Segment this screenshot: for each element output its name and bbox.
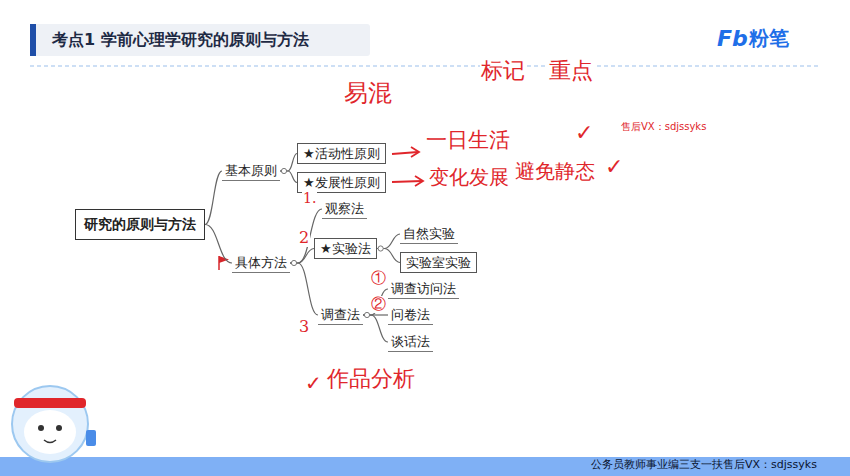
- callout-number: 2: [298, 229, 310, 247]
- watermark: 公务员教师事业编三支一扶售后VX：sdjssyks: [590, 459, 818, 472]
- topic-item: 自然实验: [400, 224, 458, 244]
- node-text: 实验室实验: [406, 255, 471, 270]
- callout-number: ②: [370, 296, 387, 313]
- node-text: 具体方法: [235, 255, 287, 270]
- handwritten-note: 变化发展: [428, 166, 510, 189]
- node-text: ★活动性原则: [303, 146, 380, 161]
- collapse-dot: [281, 168, 286, 173]
- handwritten-note: 作品分析: [326, 366, 416, 391]
- topic-item: 问卷法: [388, 305, 433, 325]
- title-stripe: [30, 24, 36, 56]
- topic-box: 实验室实验: [400, 252, 477, 273]
- topic-item: 调查法: [318, 305, 363, 325]
- node-text: ★实验法: [320, 241, 371, 256]
- check-mark: ✓: [304, 372, 323, 395]
- node-text: 研究的原则与方法: [84, 216, 196, 232]
- logo-mark: Fb: [716, 26, 749, 51]
- hand-arrow: [392, 147, 423, 186]
- handwritten-note: 避免静态: [514, 160, 596, 183]
- topic-item: 调查访问法: [388, 279, 459, 299]
- callout-number: 3: [298, 318, 310, 336]
- node-text: 基本原则: [225, 163, 277, 178]
- node-text: 谈话法: [391, 334, 430, 349]
- mindmap-branch: [205, 171, 222, 225]
- mindmap-branch: [205, 225, 232, 264]
- mindmap-branch: [363, 315, 388, 342]
- mascot: [12, 386, 96, 462]
- watermark: 售后VX：sdjssyks: [620, 121, 707, 133]
- dashed-rule: [30, 65, 820, 66]
- check-mark: ✓: [574, 120, 594, 145]
- slide-title: 考点1 学前心理学研究的原则与方法: [52, 29, 309, 51]
- node-text: ★发展性原则: [303, 175, 380, 190]
- topic-box: ★活动性原则: [297, 143, 386, 164]
- handwritten-note: 标记: [480, 58, 526, 83]
- topic-item: 谈话法: [388, 332, 433, 352]
- collapse-dot: [378, 246, 383, 251]
- branch-topic: 基本原则: [222, 161, 280, 181]
- mindmap-branch: [363, 289, 388, 315]
- node-text: 调查访问法: [391, 281, 456, 296]
- callout-number: 1.: [302, 190, 317, 206]
- handwritten-note: 一日生活: [425, 128, 511, 152]
- branch-topic: 具体方法: [232, 253, 290, 273]
- topic-box: ★实验法: [314, 238, 377, 259]
- handwritten-note: 重点: [548, 58, 594, 83]
- collapse-dot: [364, 312, 369, 317]
- topic-item: 观察法: [322, 199, 367, 219]
- logo-text: 粉笔: [748, 27, 790, 50]
- node-text: 问卷法: [391, 307, 430, 322]
- node-text: 调查法: [321, 307, 360, 322]
- callout-number: ①: [370, 270, 387, 287]
- node-text: 自然实验: [403, 226, 455, 241]
- collapse-dot: [291, 260, 296, 265]
- handwritten-note: 易混: [343, 80, 393, 108]
- check-mark: ✓: [604, 154, 624, 179]
- root-box: 研究的原则与方法: [75, 209, 205, 240]
- title-band: [30, 24, 370, 56]
- mindmap-branch: [290, 263, 318, 315]
- node-text: 观察法: [325, 201, 364, 216]
- bottom-bar: [0, 457, 850, 476]
